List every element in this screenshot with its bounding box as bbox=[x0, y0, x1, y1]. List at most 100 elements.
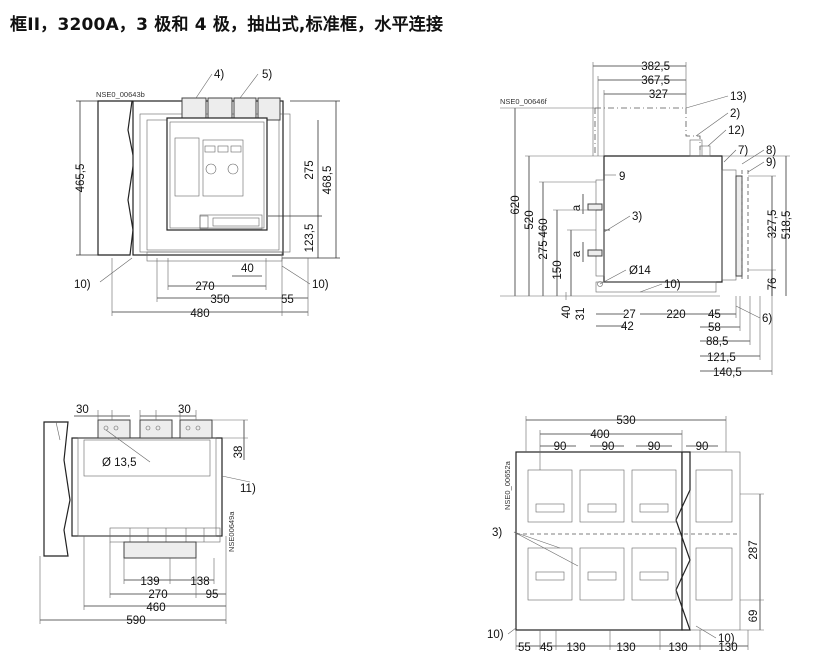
front-dim-h275: 275 bbox=[304, 160, 316, 179]
front-off-button-icon bbox=[227, 163, 239, 175]
top-dim-w30a: 30 bbox=[76, 404, 89, 416]
rear-dim-w130a: 130 bbox=[566, 642, 585, 654]
side-dim-w140: 140,5 bbox=[713, 367, 742, 379]
rear-slot bbox=[587, 503, 617, 513]
side-dim-w220: 220 bbox=[666, 309, 685, 321]
front-on-button-icon bbox=[205, 163, 217, 175]
rear-pole-4-bottom bbox=[695, 547, 733, 601]
front-dim-w270: 270 bbox=[195, 281, 214, 293]
side-dim-w58: 58 bbox=[708, 322, 721, 334]
top-dim-w30b: 30 bbox=[178, 404, 191, 416]
top-hole-icon bbox=[145, 425, 151, 431]
rear-dim-w130d: 130 bbox=[718, 642, 737, 654]
front-view: NSE0_00643b 465,5 275 123,5 bbox=[74, 69, 340, 320]
front-callout-10b: 10) bbox=[312, 279, 329, 291]
rear-dim-w55: 55 bbox=[518, 642, 531, 654]
side-view: NSE0_00646f 382,5 367,5 327 bbox=[500, 61, 793, 379]
rear-pole-1-top bbox=[527, 469, 573, 523]
top-dim-w139: 139 bbox=[140, 576, 159, 588]
rear-slot bbox=[535, 571, 565, 581]
side-view-ref: NSE0_00646f bbox=[500, 97, 548, 106]
side-rear-block bbox=[721, 169, 737, 281]
top-dim-w460: 460 bbox=[146, 602, 165, 614]
side-base bbox=[595, 281, 717, 293]
side-terminal-upper bbox=[587, 203, 603, 211]
side-dim-a1: a bbox=[571, 204, 583, 211]
rear-slot bbox=[535, 503, 565, 513]
side-dim-h31: 31 bbox=[575, 308, 587, 321]
top-hole-icon bbox=[113, 425, 119, 431]
side-dim-h520: 520 bbox=[524, 210, 536, 229]
front-control-panel bbox=[202, 139, 244, 197]
side-dim-h40: 40 bbox=[561, 306, 573, 319]
side-dim-h275: 275 bbox=[538, 240, 550, 259]
rear-dim-h69: 69 bbox=[748, 610, 760, 623]
front-side-panel bbox=[97, 100, 135, 256]
side-callout-8: 8) bbox=[766, 145, 776, 157]
rear-view: NSE0_00652a 530 400 90 90 90 90 bbox=[487, 415, 764, 654]
rear-pole-3-top bbox=[631, 469, 677, 523]
side-dim-a2: a bbox=[571, 250, 583, 257]
side-dim-h76: 76 bbox=[767, 278, 779, 291]
rear-slot bbox=[639, 571, 669, 581]
front-terminal-3 bbox=[233, 97, 257, 121]
side-top-connector-2 bbox=[699, 145, 711, 157]
side-hole-icon bbox=[597, 281, 603, 287]
rear-dim-w130b: 130 bbox=[616, 642, 635, 654]
top-handle bbox=[123, 541, 197, 559]
rear-dim-w90d: 90 bbox=[696, 441, 709, 453]
front-terminal-2 bbox=[207, 97, 233, 121]
rear-slot bbox=[587, 571, 617, 581]
rear-pole-1-bottom bbox=[527, 547, 573, 601]
side-dim-h620: 620 bbox=[510, 195, 522, 214]
top-hole-icon bbox=[155, 425, 161, 431]
rear-callout-10b: 10) bbox=[718, 633, 735, 645]
front-dim-h468: 468,5 bbox=[322, 166, 334, 195]
side-top-connector bbox=[689, 139, 703, 157]
front-indicator-3 bbox=[230, 145, 242, 153]
top-housing bbox=[71, 437, 223, 537]
front-dim-h123: 123,5 bbox=[304, 224, 316, 253]
side-callout-3: 3) bbox=[632, 211, 642, 223]
top-dim-d13: Ø 13,5 bbox=[102, 457, 137, 469]
side-dim-w121: 121,5 bbox=[707, 352, 736, 364]
rear-callout-3: 3) bbox=[492, 527, 502, 539]
top-housing-top-zone bbox=[83, 439, 211, 477]
front-indicator-1 bbox=[204, 145, 216, 153]
side-dim-h327: 327,5 bbox=[767, 210, 779, 239]
front-callout-5: 5) bbox=[262, 69, 272, 81]
side-dim-w382: 382,5 bbox=[641, 61, 670, 73]
side-callout-6: 6) bbox=[762, 313, 772, 325]
front-rating-plate-inner bbox=[212, 217, 260, 227]
front-base bbox=[146, 251, 283, 262]
side-callout-7: 7) bbox=[738, 145, 748, 157]
front-dim-w480: 480 bbox=[190, 308, 209, 320]
side-dim-w42: 42 bbox=[621, 321, 634, 333]
front-dim-w40: 40 bbox=[241, 263, 254, 275]
rear-pole-4-top bbox=[695, 469, 733, 523]
top-view-ref: NSE00649a bbox=[227, 511, 236, 552]
side-dim-w367: 367,5 bbox=[641, 75, 670, 87]
front-indicator-2 bbox=[217, 145, 229, 153]
rear-dim-h287: 287 bbox=[748, 540, 760, 559]
rear-housing-right bbox=[689, 451, 741, 631]
rear-housing bbox=[515, 451, 683, 631]
front-breaker-inner bbox=[169, 121, 265, 229]
top-hole-icon bbox=[195, 425, 201, 431]
top-side-panel bbox=[43, 421, 71, 557]
front-terminal-1 bbox=[181, 97, 207, 121]
front-dim-w55: 55 bbox=[281, 294, 294, 306]
front-crank-icon bbox=[199, 215, 209, 229]
side-callout-9: 9) bbox=[766, 157, 776, 169]
top-dim-w590: 590 bbox=[126, 615, 145, 627]
front-breaker-body bbox=[166, 117, 268, 231]
side-dim-h460: 460 bbox=[538, 218, 550, 237]
front-callout-4: 4) bbox=[214, 69, 224, 81]
rear-callout-10a: 10) bbox=[487, 629, 504, 641]
side-dim-h150: 150 bbox=[552, 260, 564, 279]
rear-dim-w90b: 90 bbox=[602, 441, 615, 453]
side-dim-h518: 518,5 bbox=[781, 211, 793, 240]
front-breaker-panel-left bbox=[174, 137, 200, 197]
side-callout-10: 10) bbox=[664, 279, 681, 291]
side-dim-w27: 27 bbox=[623, 309, 636, 321]
